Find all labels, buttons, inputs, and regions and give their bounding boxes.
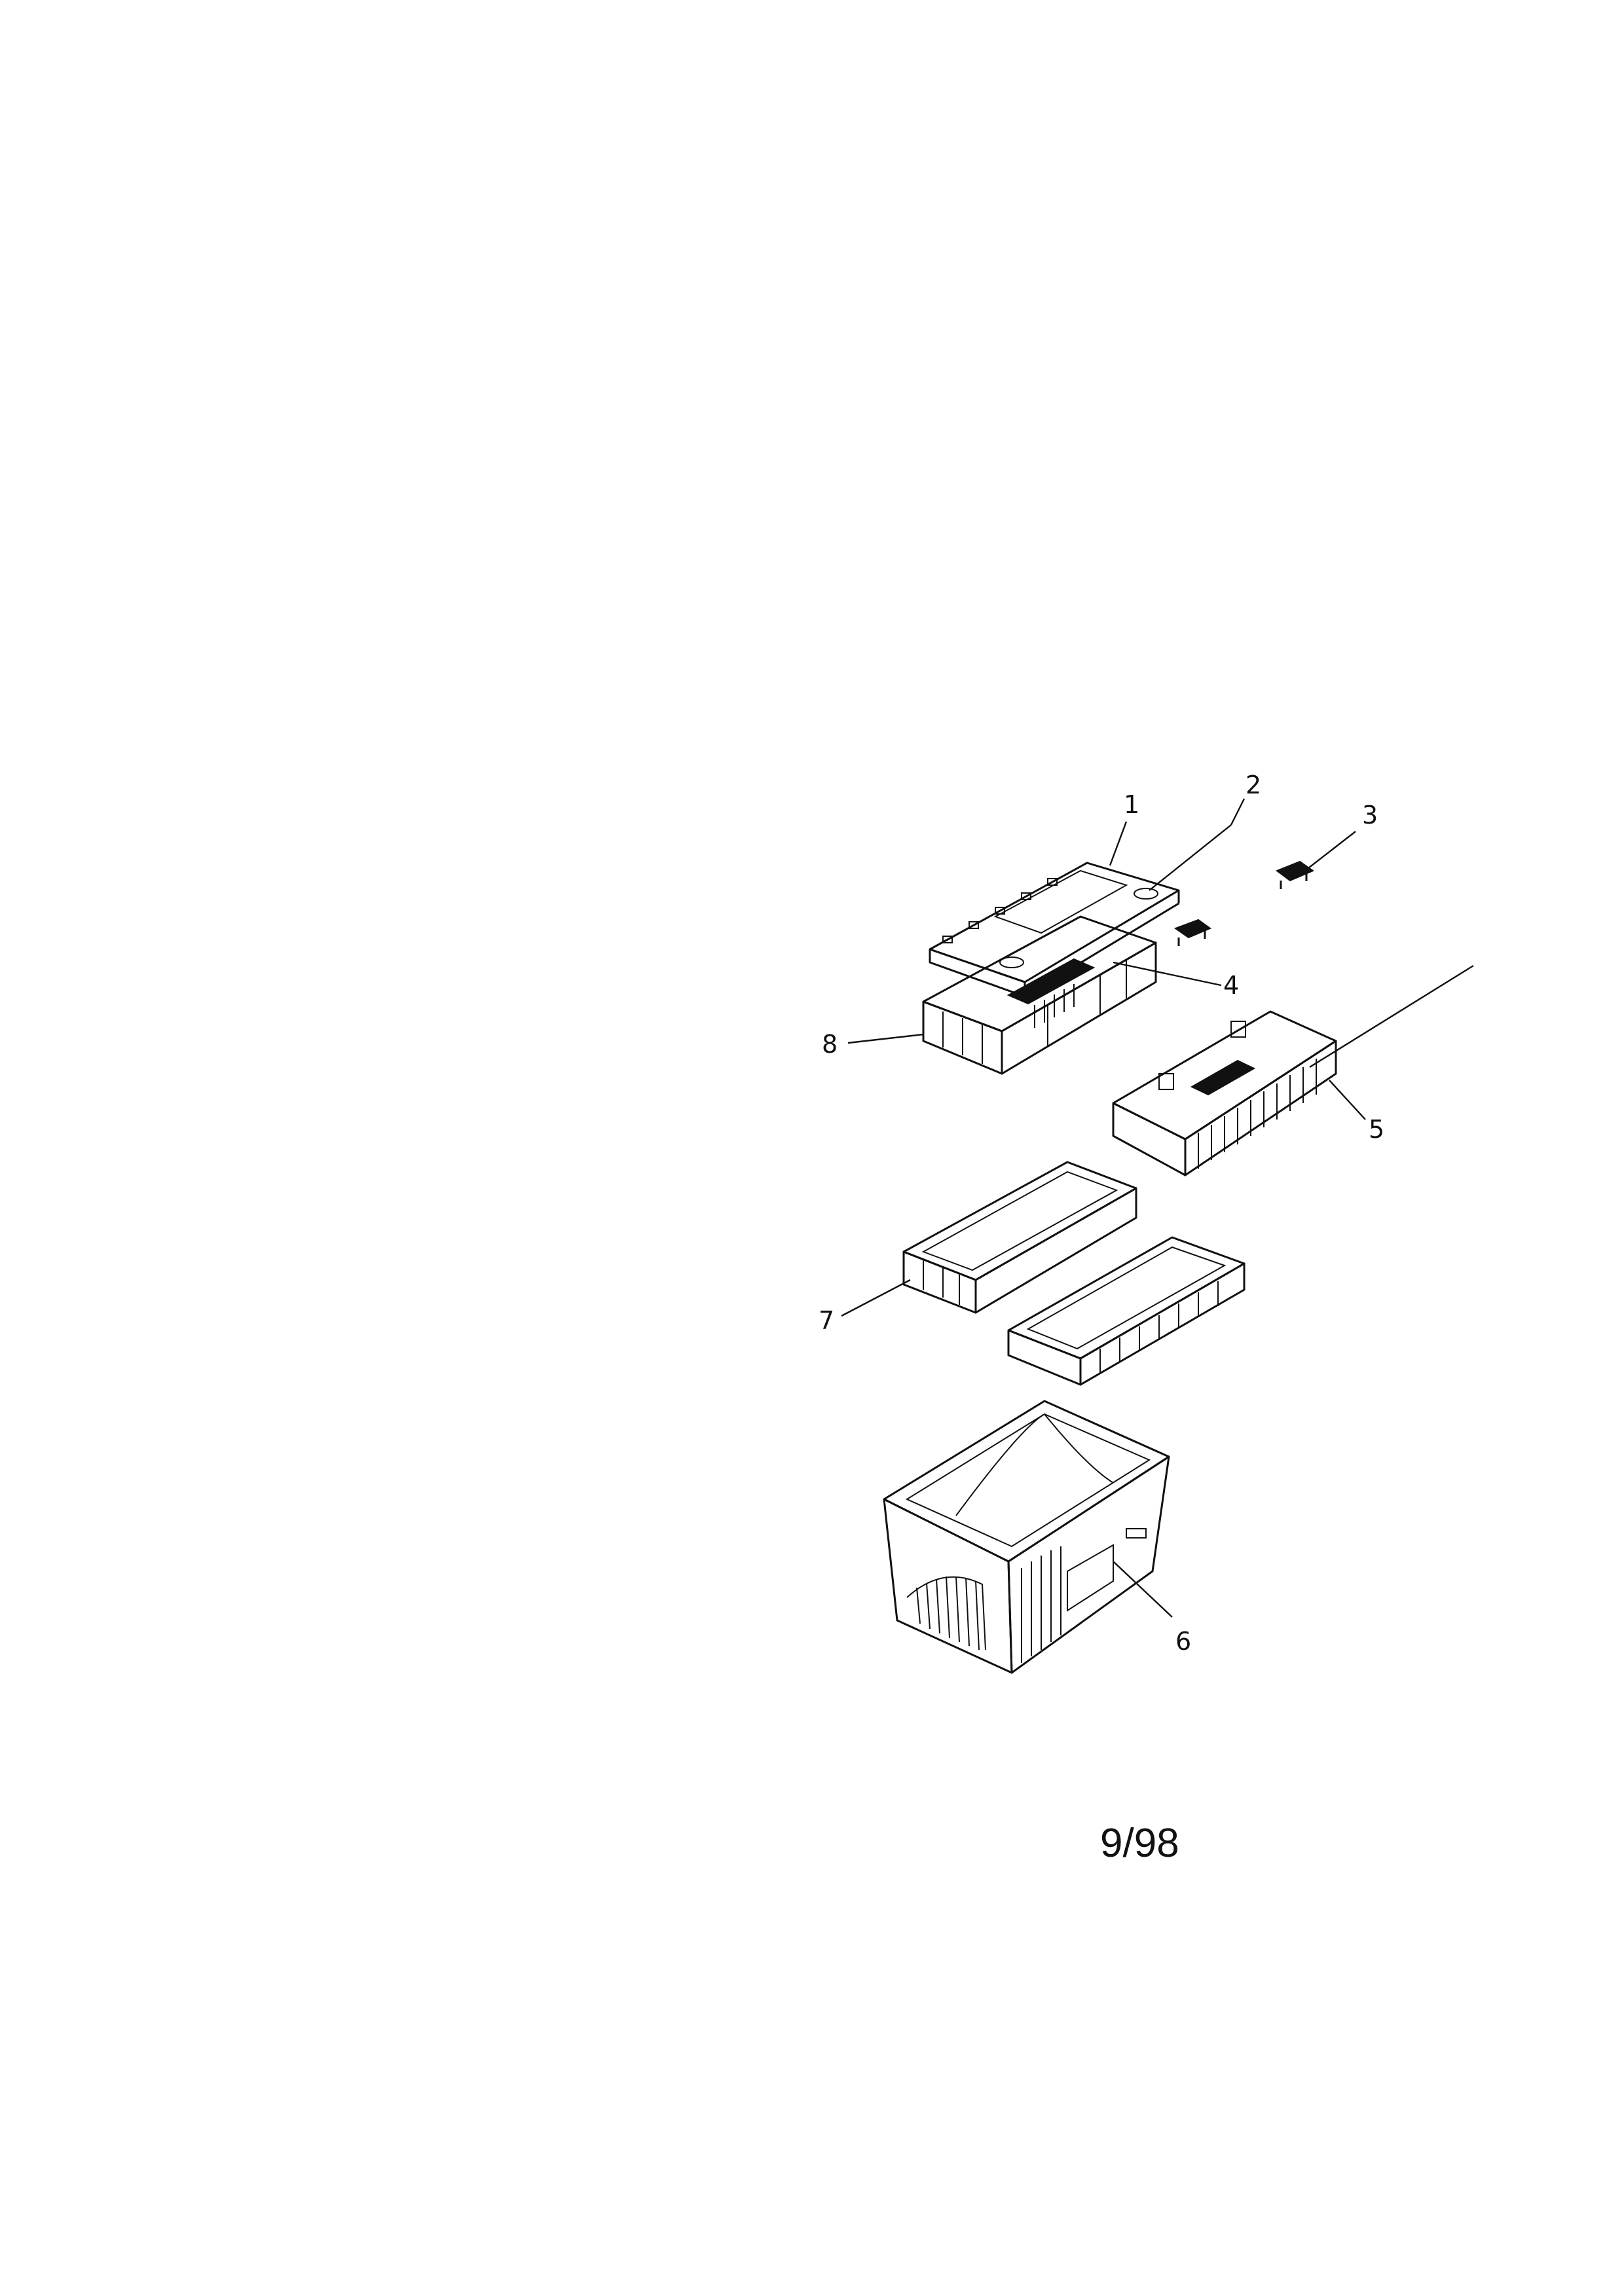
callout-3: 3 xyxy=(1362,801,1378,829)
bin-side-hatch xyxy=(1021,1546,1061,1663)
leader-lines xyxy=(841,798,1474,1618)
part-5-rack xyxy=(1112,1010,1337,1176)
tray-grid xyxy=(1006,958,1096,1028)
rack-ribs xyxy=(1198,1059,1317,1169)
callout-5: 5 xyxy=(1369,1115,1384,1144)
callout-6: 6 xyxy=(1175,1627,1191,1656)
callout-4: 4 xyxy=(1223,971,1239,1000)
clip-small-left xyxy=(1173,919,1212,946)
cover-tabs xyxy=(942,878,1058,943)
tray-second xyxy=(1007,1236,1246,1386)
page-code: 9/98 xyxy=(1100,1821,1179,1866)
callout-2: 2 xyxy=(1246,771,1261,799)
callout-7: 7 xyxy=(819,1306,834,1335)
bin-front-hatch xyxy=(906,1576,986,1650)
callout-8: 8 xyxy=(822,1030,838,1059)
part-8-tray xyxy=(922,915,1157,1075)
callout-labels: 1 2 3 4 5 6 7 8 xyxy=(819,771,1384,1656)
tray-second-ribs xyxy=(1099,1281,1219,1374)
part-6-bin xyxy=(883,1400,1170,1674)
callout-1: 1 xyxy=(1124,790,1139,819)
part-3-clip xyxy=(1275,860,1315,889)
part-7-tray xyxy=(902,1161,1137,1314)
